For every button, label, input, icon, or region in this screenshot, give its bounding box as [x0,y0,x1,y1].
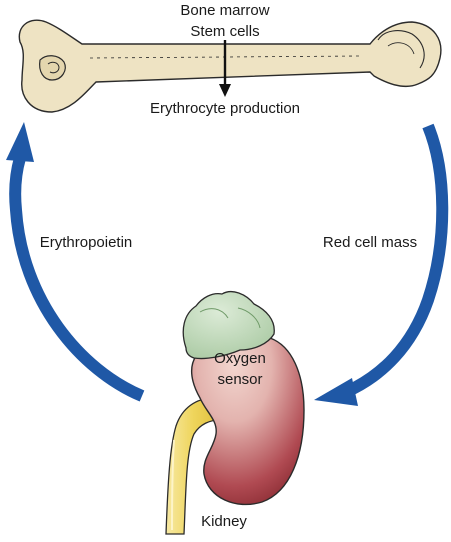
label-erythropoietin: Erythropoietin [40,234,133,251]
ureter [165,397,221,535]
label-bone-marrow: Bone marrow [180,2,269,19]
label-oxygen: Oxygen [214,350,266,367]
kidney-illustration [165,290,305,535]
label-sensor: sensor [217,371,262,388]
stem-cell-arrow [219,40,231,97]
erythropoietin-arrow [6,122,145,402]
bone-end-left-detail [39,55,66,81]
label-erythrocyte-production: Erythrocyte production [150,100,300,117]
label-red-cell-mass: Red cell mass [323,234,417,251]
label-kidney: Kidney [201,513,247,530]
red-cell-mass-arrow [314,123,449,406]
femur-bone [18,19,442,113]
label-stem-cells: Stem cells [190,23,259,40]
adrenal-gland [182,290,275,360]
